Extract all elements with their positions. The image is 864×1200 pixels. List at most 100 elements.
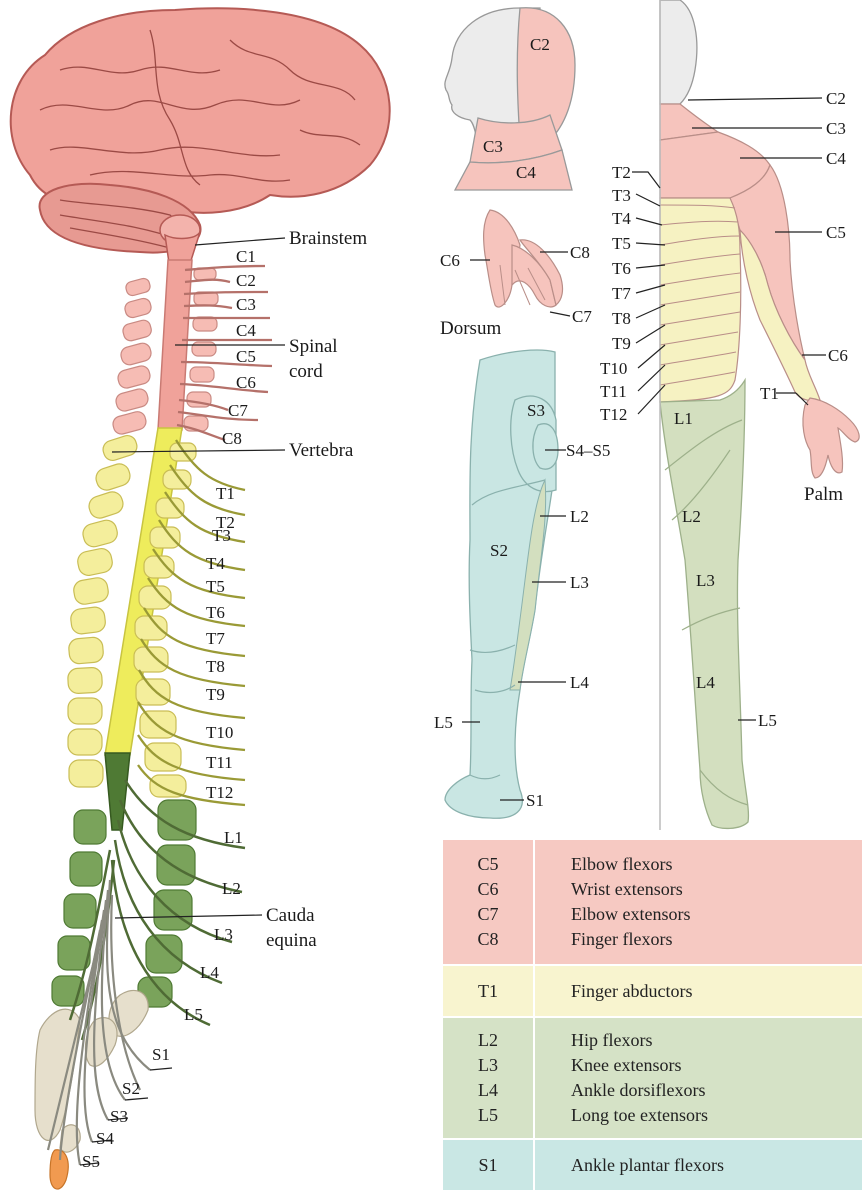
spinal-cord-label-line1: Spinal <box>289 336 338 357</box>
body-label-t7: T7 <box>612 284 631 303</box>
level-label-t3: T3 <box>212 526 231 545</box>
level-label-c2: C2 <box>236 271 256 290</box>
level-label-c6: C6 <box>236 373 256 392</box>
level-label-s5: S5 <box>82 1152 100 1171</box>
sacral-nerve-ends <box>79 1067 173 1166</box>
level-label-c3: C3 <box>236 295 256 314</box>
dorsum-label: Dorsum <box>440 318 501 339</box>
cerebrum <box>9 7 391 214</box>
head-figure: C2 C3 C4 <box>444 7 576 191</box>
body-label-t12: T12 <box>600 405 627 424</box>
level-label-c7: C7 <box>228 401 248 420</box>
body-label-c6: C6 <box>828 346 848 365</box>
level-label-t2: T2 <box>216 513 235 532</box>
leg-label-s1: S1 <box>526 791 544 810</box>
body-label-c5: C5 <box>826 223 846 242</box>
body-figure: C2 C3 C4 C5 C6 T1 Palm T2 T3 T4 T5 T6 T7… <box>600 0 860 830</box>
neck-c4 <box>453 149 573 191</box>
body-label-l1: L1 <box>674 409 693 428</box>
level-label-s4: S4 <box>96 1129 114 1148</box>
hand-label-c8: C8 <box>570 243 590 262</box>
body-label-t3: T3 <box>612 186 631 205</box>
table-level: T1 <box>478 980 498 1001</box>
body-label-t8: T8 <box>612 309 631 328</box>
thoracic-vertebrae <box>67 434 197 798</box>
level-label-t11: T11 <box>206 753 233 772</box>
leg-label-l4: L4 <box>570 673 589 692</box>
table-muscle: Finger abductors <box>571 980 693 1001</box>
level-label-t5: T5 <box>206 577 225 596</box>
level-label-s2: S2 <box>122 1079 140 1098</box>
level-label-c1: C1 <box>236 247 256 266</box>
table-level: L5 <box>478 1105 498 1125</box>
level-label-l1: L1 <box>224 828 243 847</box>
body-label-t4: T4 <box>612 209 631 228</box>
body-label-l2: L2 <box>682 507 701 526</box>
table-levels-sacral: S1 <box>443 1140 535 1190</box>
table-muscles-thoracic: Finger abductors <box>535 966 692 1016</box>
table-muscle: Ankle plantar flexors <box>571 1154 724 1175</box>
body-label-c3: C3 <box>826 119 846 138</box>
table-muscles-sacral: Ankle plantar flexors <box>535 1140 724 1190</box>
cauda-equina-label-line1: Cauda <box>266 905 315 926</box>
table-group-sacral: S1 Ankle plantar flexors <box>443 1140 862 1190</box>
palm-label: Palm <box>804 484 843 505</box>
body-thorax-t <box>659 197 742 403</box>
table-levels-lumbar: L2 L3 L4 L5 <box>443 1018 535 1138</box>
body-label-t11: T11 <box>600 382 627 401</box>
table-muscles-lumbar: Hip flexors Knee extensors Ankle dorsifl… <box>535 1018 708 1138</box>
body-hand <box>802 397 860 479</box>
brain <box>9 7 391 271</box>
body-label-l3: L3 <box>696 571 715 590</box>
sacral-nerves <box>46 879 151 1166</box>
level-label-c5: C5 <box>236 347 256 366</box>
level-label-l3: L3 <box>214 925 233 944</box>
myotome-table: C5 C6 C7 C8 Elbow flexors Wrist extensor… <box>443 840 862 1190</box>
body-label-t1: T1 <box>760 384 779 403</box>
leg-label-l5: L5 <box>434 713 453 732</box>
level-label-s3: S3 <box>110 1107 128 1126</box>
body-label-t2: T2 <box>612 163 631 182</box>
body-label-l4: L4 <box>696 673 715 692</box>
table-muscle: Hip flexors <box>571 1030 653 1050</box>
brain-folds <box>39 29 361 249</box>
body-head <box>659 0 698 105</box>
level-label-t4: T4 <box>206 554 225 573</box>
body-label-t5: T5 <box>612 234 631 253</box>
leg-s4s5 <box>532 423 559 470</box>
cerebellum <box>38 182 202 254</box>
level-label-c4: C4 <box>236 321 256 340</box>
table-muscle: Knee extensors <box>571 1055 682 1075</box>
hand-label-c6: C6 <box>440 251 460 270</box>
table-level: L2 <box>478 1030 498 1050</box>
lumbar-level-labels: L1 L2 L3 L4 L5 <box>184 828 243 1024</box>
table-levels-cervical: C5 C6 C7 C8 <box>443 840 535 964</box>
level-label-l2: L2 <box>222 879 241 898</box>
table-group-thoracic: T1 Finger abductors <box>443 966 862 1016</box>
table-level: L3 <box>478 1055 498 1075</box>
hand-c7 <box>511 244 557 308</box>
body-label-t6: T6 <box>612 259 631 278</box>
cord-lumbar <box>104 752 131 831</box>
brainstem-label: Brainstem <box>289 228 367 249</box>
cauda-equina-label-line2: equina <box>266 930 317 951</box>
level-label-t8: T8 <box>206 657 225 676</box>
leg-label-l2: L2 <box>570 507 589 526</box>
level-label-t9: T9 <box>206 685 225 704</box>
table-muscle: Long toe extensors <box>571 1105 708 1125</box>
table-muscle: Wrist extensors <box>571 879 683 899</box>
cervical-level-labels: C1 C2 C3 C4 C5 C6 C7 C8 <box>222 247 256 448</box>
hand-dorsum-figure: C6 C8 C7 Dorsum <box>440 209 592 339</box>
body-label-t10: T10 <box>600 359 627 378</box>
level-label-s1: S1 <box>152 1045 170 1064</box>
cervical-nerves <box>176 264 273 442</box>
table-level: C8 <box>477 929 499 949</box>
leg-lateral-strip <box>509 478 547 691</box>
head-label-c3: C3 <box>483 137 503 156</box>
body-label-c2: C2 <box>826 89 846 108</box>
spinal-cord-label-line2: cord <box>289 361 323 382</box>
hand-label-c7: C7 <box>572 307 592 326</box>
level-label-t7: T7 <box>206 629 225 648</box>
table-muscle: Elbow flexors <box>571 854 673 874</box>
table-muscle: Finger flexors <box>571 929 673 949</box>
